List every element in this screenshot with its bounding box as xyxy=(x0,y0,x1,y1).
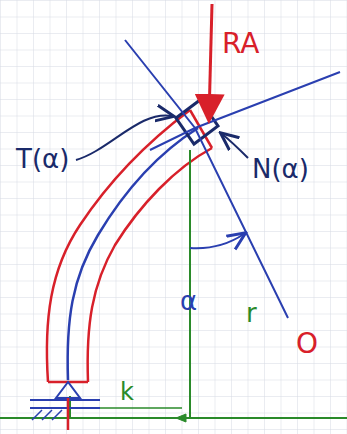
support-plate xyxy=(30,400,100,408)
angle-label: α xyxy=(180,288,197,314)
leader-line xyxy=(76,115,172,160)
dimension-arrow xyxy=(176,414,186,422)
ground-line xyxy=(0,417,347,419)
leader-line xyxy=(222,134,248,158)
force-label: N(α) xyxy=(252,156,309,182)
radius-label: r xyxy=(246,300,257,326)
beam-centerline xyxy=(68,128,198,380)
support-reaction xyxy=(67,398,70,430)
force-label: RA xyxy=(222,30,259,58)
beam-outline xyxy=(88,148,212,382)
tangent-line xyxy=(150,72,340,150)
point-label: O xyxy=(296,330,318,358)
reaction-arrow xyxy=(209,4,212,118)
pin-support xyxy=(56,382,80,398)
force-label: T(α) xyxy=(16,146,69,172)
vertical-reference xyxy=(189,150,191,418)
angle-arc xyxy=(190,234,244,248)
dimension-label: k xyxy=(120,380,134,404)
support-hatch xyxy=(32,410,62,420)
